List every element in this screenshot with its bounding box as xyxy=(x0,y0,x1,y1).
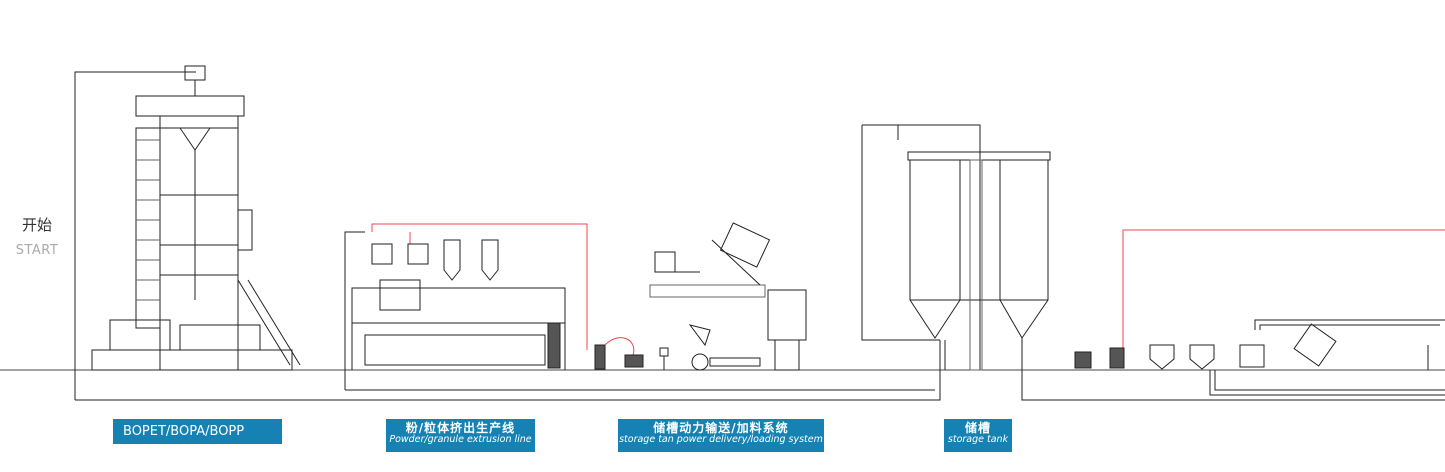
stage-label-zh: 粉/粒体挤出生产线 xyxy=(405,421,516,435)
stage-label-loading-system[interactable]: 储槽动力输送/加料系统 storage tan power delivery/l… xyxy=(618,419,824,452)
stage-label-bopet[interactable]: BOPET/BOPA/BOPP xyxy=(113,419,282,444)
extrusion-line xyxy=(351,223,669,370)
stage-label-en: storage tank xyxy=(947,434,1009,446)
stage-label-en: Powder/granule extrusion line xyxy=(389,434,532,446)
start-marker: 开始 START xyxy=(10,214,64,258)
distribution-system xyxy=(1074,229,1445,396)
stage-label-en: BOPET/BOPA/BOPP xyxy=(123,424,245,439)
stage-label-storage-tank[interactable]: 储槽 storage tank xyxy=(944,419,1012,452)
start-label-zh: 开始 xyxy=(21,216,52,234)
return-pipe xyxy=(344,231,935,391)
start-label-en: START xyxy=(15,243,59,258)
bopet-tower xyxy=(91,65,301,371)
stage-label-extrusion[interactable]: 粉/粒体挤出生产线 Powder/granule extrusion line xyxy=(386,419,535,452)
stage-label-en: storage tan power delivery/loading syste… xyxy=(619,434,823,446)
stage-label-zh: 储槽 xyxy=(964,421,991,435)
stage-label-zh: 储槽动力输送/加料系统 xyxy=(653,421,789,435)
loading-system xyxy=(649,222,807,371)
storage-tank xyxy=(861,124,1445,401)
main-pipe xyxy=(74,71,941,401)
